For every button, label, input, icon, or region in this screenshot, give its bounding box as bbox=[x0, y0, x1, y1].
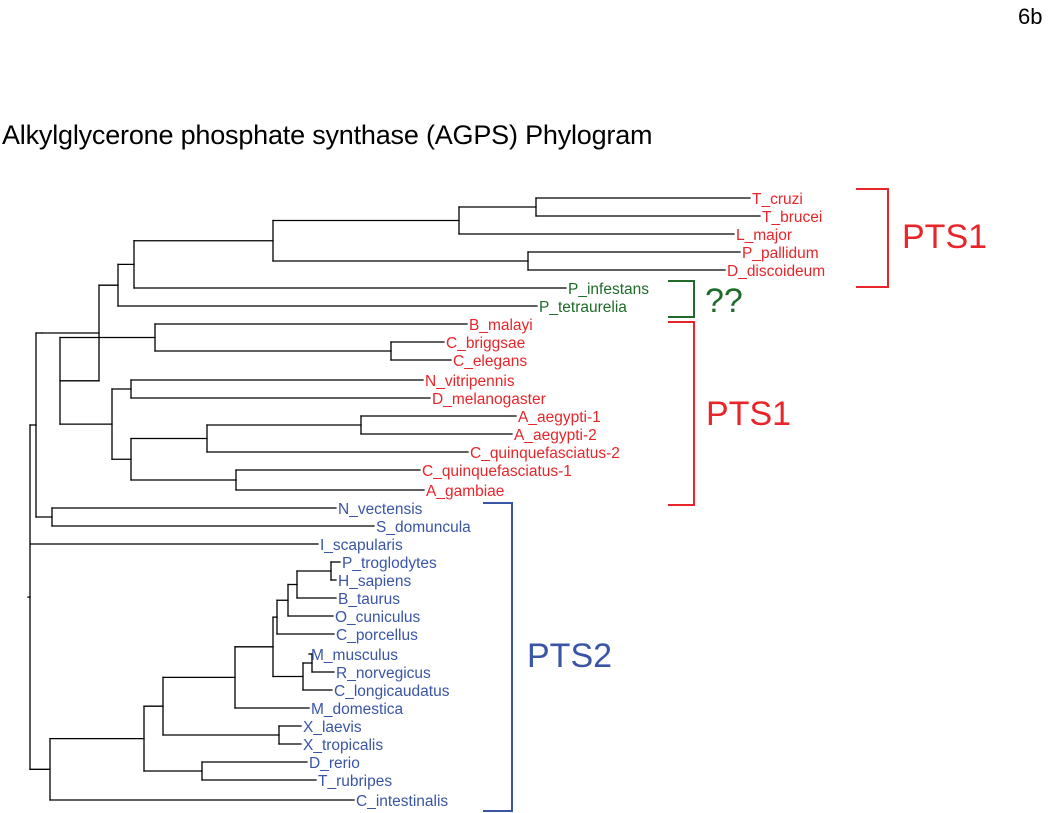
leaf-label: D_melanogaster bbox=[432, 391, 546, 408]
leaf-label: T_rubripes bbox=[318, 773, 392, 790]
leaf-label: X_laevis bbox=[303, 719, 362, 736]
leaf-label: D_rerio bbox=[309, 755, 360, 772]
leaf-label: M_domestica bbox=[311, 701, 404, 718]
leaf-label: D_discoideum bbox=[727, 263, 825, 280]
leaf-label: M_musculus bbox=[311, 647, 398, 664]
leaf-label: H_sapiens bbox=[338, 573, 411, 590]
tree-branches bbox=[27, 197, 761, 801]
leaf-label: C_quinquefasciatus-1 bbox=[422, 463, 572, 480]
group-label: PTS1 bbox=[706, 395, 791, 433]
leaf-label: X_tropicalis bbox=[303, 737, 383, 754]
leaf-label: P_pallidum bbox=[742, 245, 819, 262]
leaf-label: P_tetraurelia bbox=[539, 299, 627, 316]
group-bracket bbox=[668, 280, 695, 318]
leaf-label: C_intestinalis bbox=[356, 793, 448, 810]
leaf-label: C_briggsae bbox=[446, 335, 525, 352]
leaf-label: C_quinquefasciatus-2 bbox=[470, 445, 620, 462]
group-label: PTS2 bbox=[527, 637, 612, 675]
leaf-label: A_aegypti-2 bbox=[514, 427, 597, 444]
leaf-label: B_taurus bbox=[338, 591, 400, 608]
leaf-label: A_gambiae bbox=[426, 483, 504, 500]
leaf-label: N_vitripennis bbox=[425, 373, 515, 390]
group-brackets bbox=[483, 188, 889, 812]
group-label: ?? bbox=[705, 282, 743, 320]
leaf-label: O_cuniculus bbox=[335, 609, 421, 626]
leaf-label: C_porcellus bbox=[336, 627, 418, 644]
leaf-labels: T_cruziT_bruceiL_majorP_pallidumD_discoi… bbox=[303, 191, 825, 810]
page-label: 6b bbox=[1018, 4, 1043, 29]
leaf-label: P_troglodytes bbox=[342, 555, 437, 572]
leaf-label: T_brucei bbox=[762, 209, 822, 226]
leaf-label: T_cruzi bbox=[752, 191, 803, 208]
group-bracket bbox=[856, 188, 889, 288]
leaf-label: C_longicaudatus bbox=[334, 683, 450, 700]
leaf-label: L_major bbox=[736, 227, 792, 244]
leaf-label: P_infestans bbox=[568, 281, 649, 298]
leaf-label: S_domuncula bbox=[376, 519, 471, 536]
leaf-label: C_elegans bbox=[453, 353, 527, 370]
leaf-label: B_malayi bbox=[469, 317, 533, 334]
group-bracket bbox=[483, 502, 513, 812]
leaf-label: I_scapularis bbox=[320, 537, 403, 554]
diagram-title: Alkylglycerone phosphate synthase (AGPS)… bbox=[2, 120, 653, 150]
group-bracket bbox=[668, 321, 695, 506]
leaf-label: R_norvegicus bbox=[336, 665, 431, 682]
leaf-label: N_vectensis bbox=[338, 501, 423, 518]
group-label: PTS1 bbox=[902, 218, 987, 256]
leaf-label: A_aegypti-1 bbox=[518, 409, 601, 426]
